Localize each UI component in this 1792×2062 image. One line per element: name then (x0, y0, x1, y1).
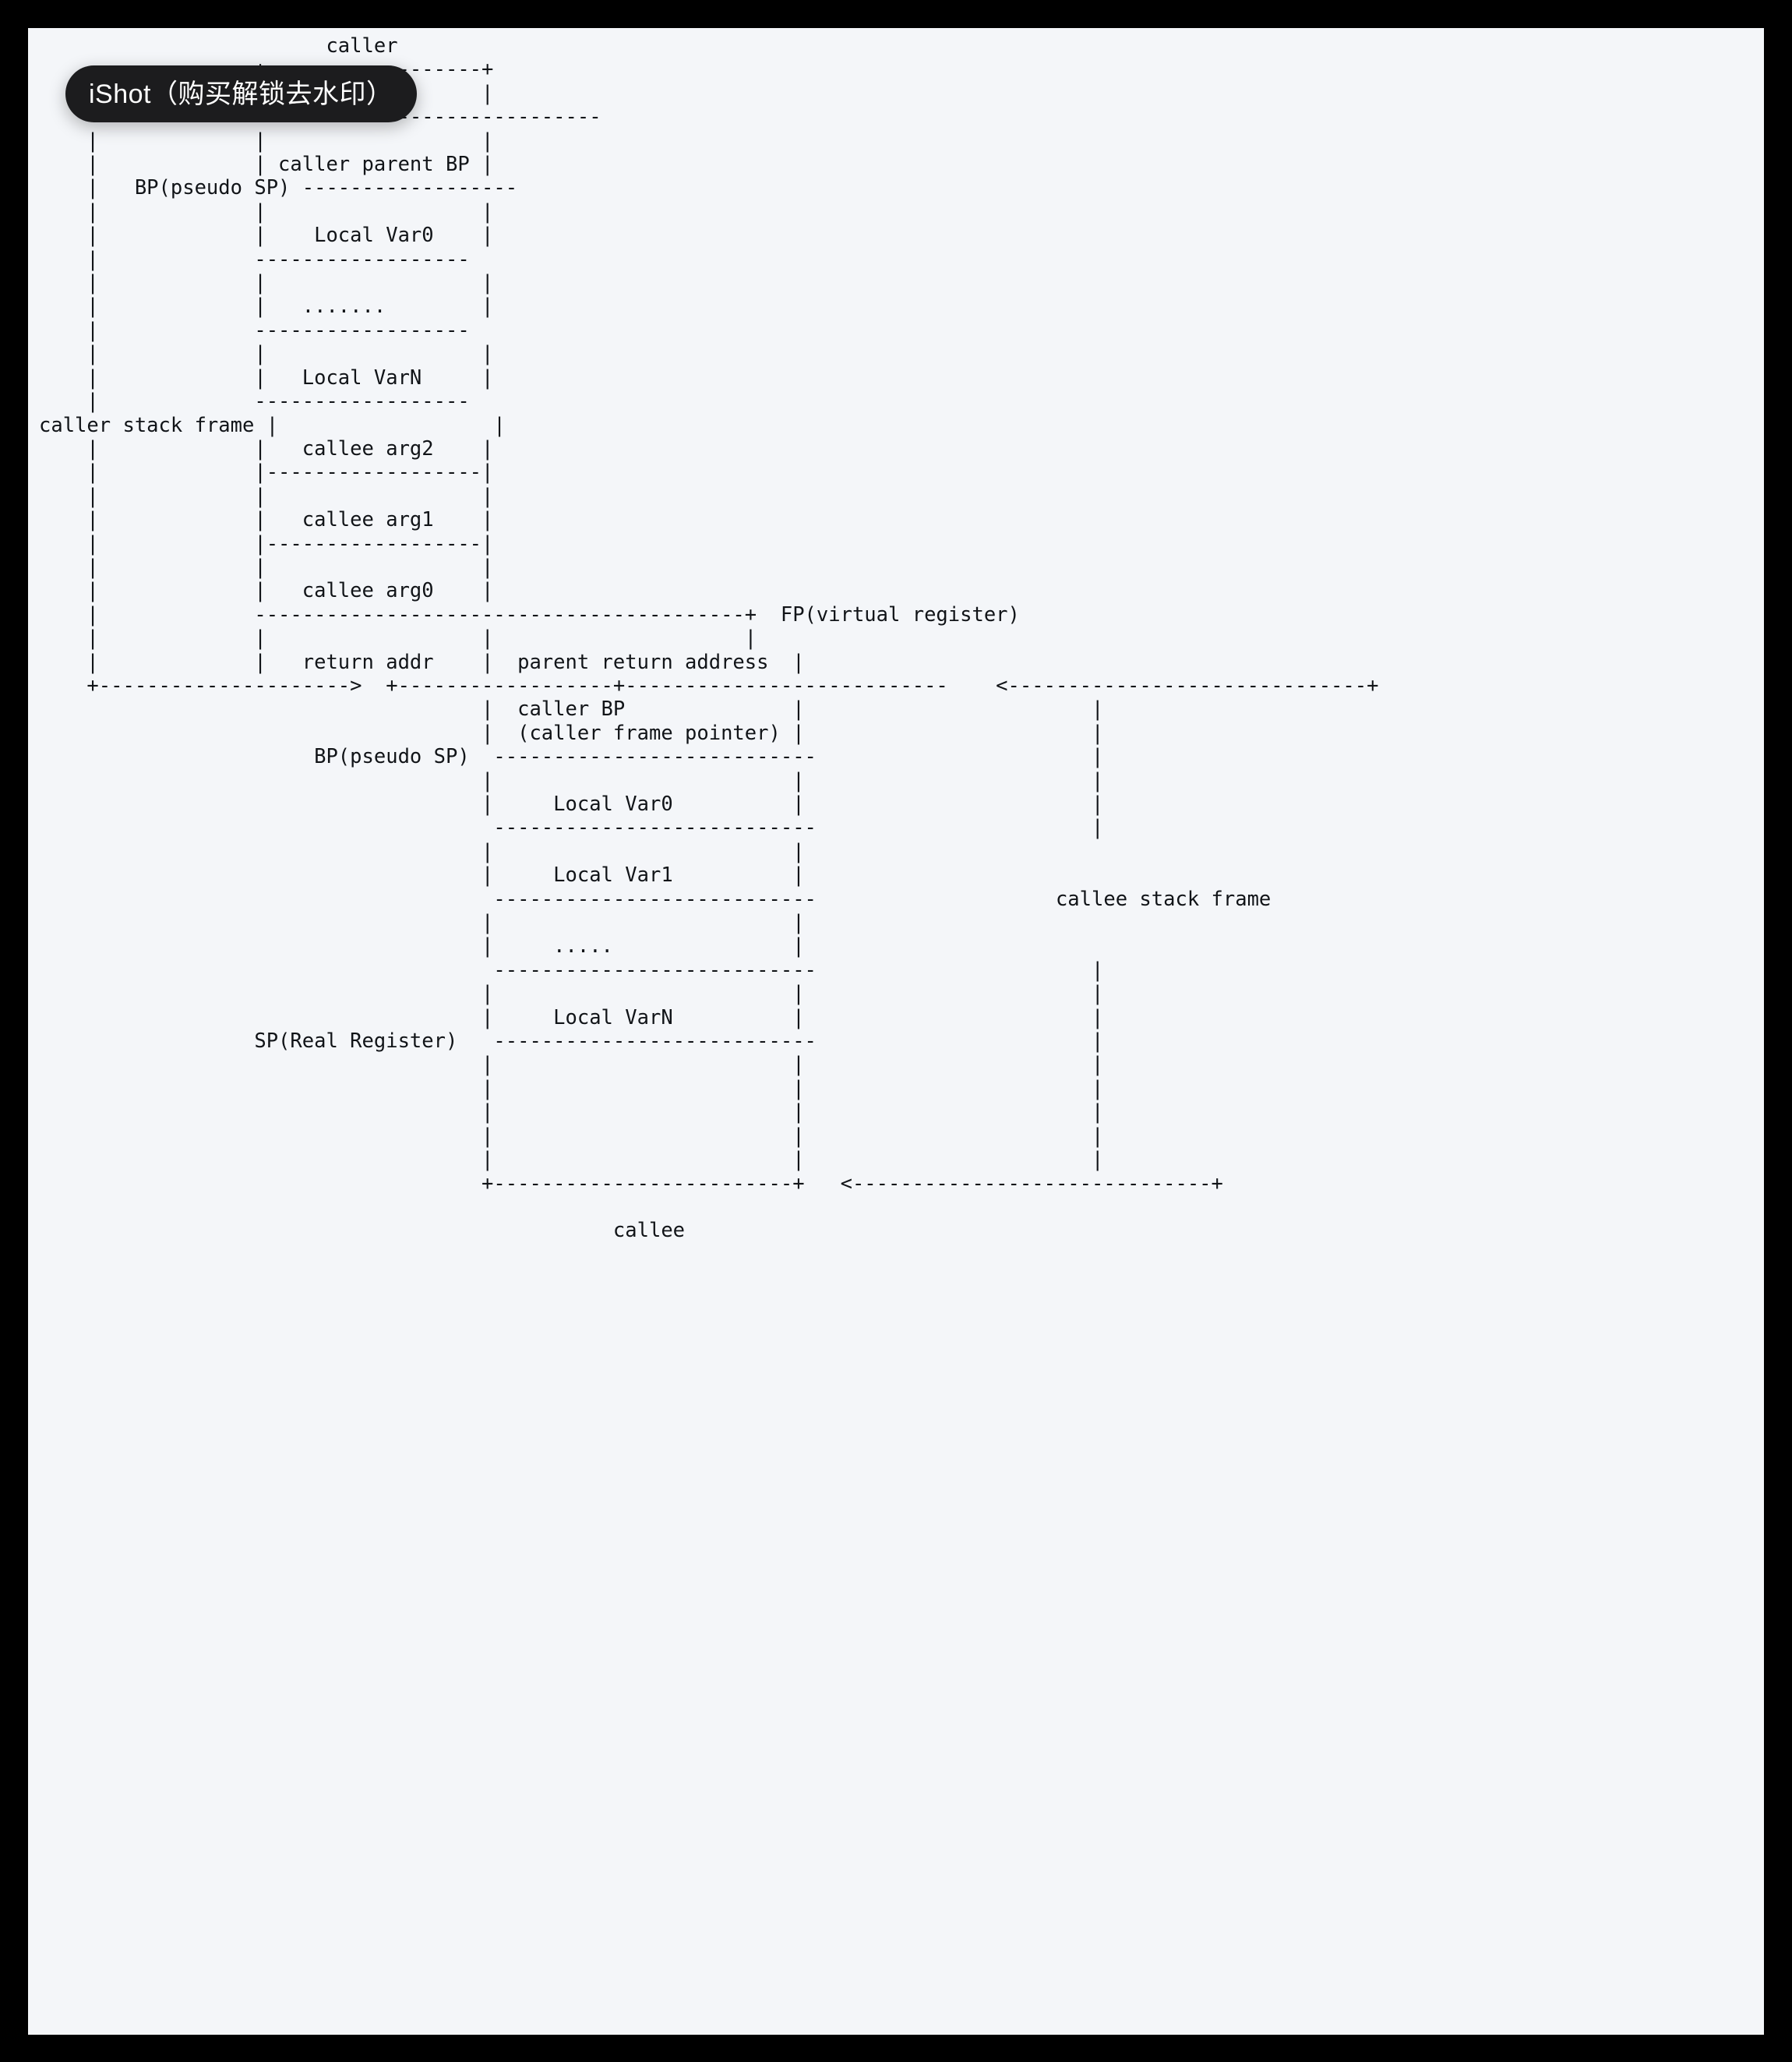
diagram-canvas: caller +------------------+ | | +-------… (28, 28, 1764, 2035)
ishot-watermark-badge: iShot（购买解锁去水印） (65, 65, 417, 122)
stack-frame-ascii-diagram: caller +------------------+ | | +-------… (39, 34, 1379, 1243)
ishot-watermark-label: iShot（购买解锁去水印） (89, 79, 393, 109)
